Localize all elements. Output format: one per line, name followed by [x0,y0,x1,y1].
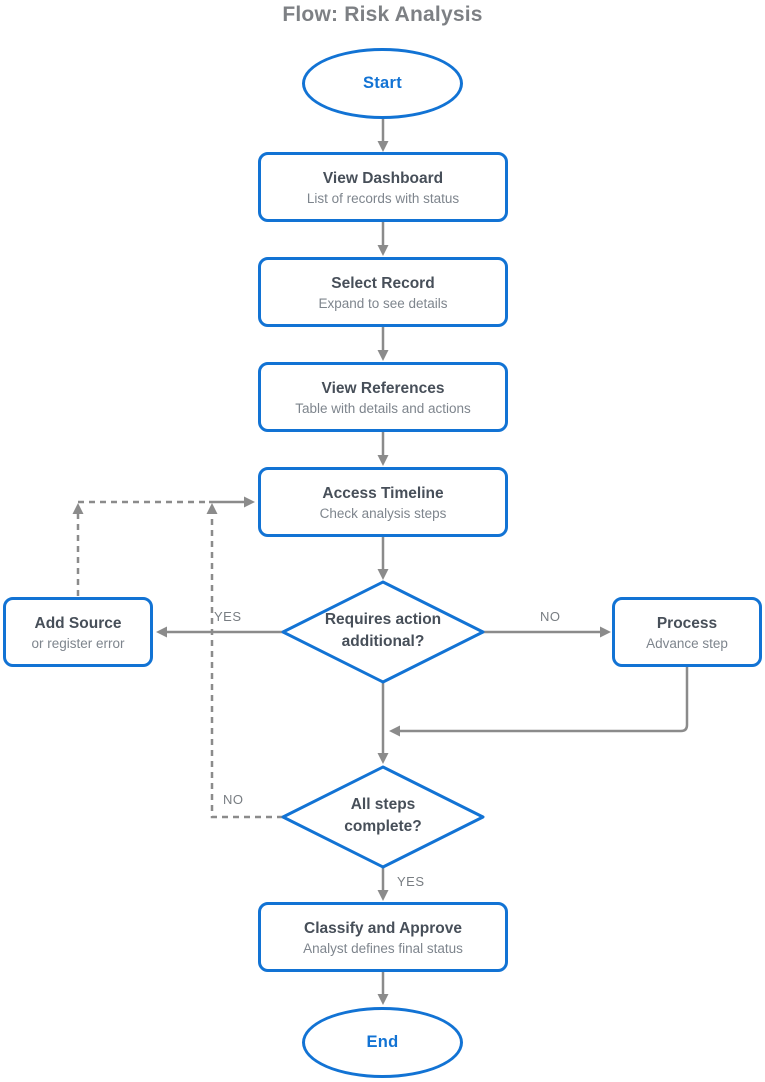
start-label: Start [362,74,403,92]
select-record-node: Select Record Expand to see details [258,257,508,327]
decision-all-steps-line2: complete? [344,818,422,836]
edge-process-to-mainline [397,667,689,733]
access-timeline-title: Access Timeline [322,484,444,502]
arrowhead-down-5 [377,569,389,580]
decision-requires-action-text: Requires action additional? [293,609,473,654]
process-title: Process [656,614,718,632]
arrowhead-up-loop1 [72,503,84,514]
decision-all-steps-line1: All steps [350,796,416,813]
label-all-steps-no: NO [223,792,244,807]
decision-all-steps-text: All steps complete? [293,794,473,839]
classify-approve-title: Classify and Approve [304,919,462,937]
view-references-subtitle: Table with details and actions [295,400,471,416]
decision-requires-action-line2: additional? [341,633,425,651]
arrowhead-left-addsource [156,626,167,638]
view-references-title: View References [321,379,445,397]
decision-all-steps-diamond [281,765,485,869]
process-node: Process Advance step [612,597,762,667]
classify-approve-node: Classify and Approve Analyst defines fin… [258,902,508,972]
classify-approve-subtitle: Analyst defines final status [303,940,463,956]
end-label: End [366,1033,399,1051]
view-dashboard-subtitle: List of records with status [306,190,460,206]
select-record-subtitle: Expand to see details [318,295,448,311]
select-record-title: Select Record [331,274,435,292]
decision-requires-action-line1: Requires action [324,611,442,628]
edge-decision2-no-loop [210,513,283,819]
start-node: Start [302,48,463,119]
arrowhead-right-process [600,626,611,638]
access-timeline-node: Access Timeline Check analysis steps [258,467,508,537]
arrowhead-down-decision2 [377,753,389,764]
arrowhead-down-2 [377,245,389,256]
arrowhead-down-4 [377,455,389,466]
arrowhead-right-timeline [244,496,255,508]
process-subtitle: Advance step [646,635,728,651]
decision-requires-action-diamond [281,580,485,684]
add-source-node: Add Source or register error [3,597,153,667]
add-source-title: Add Source [34,614,122,632]
end-node: End [302,1007,463,1078]
label-all-steps-yes: YES [397,874,425,889]
view-references-node: View References Table with details and a… [258,362,508,432]
view-dashboard-node: View Dashboard List of records with stat… [258,152,508,222]
arrowhead-down-1 [377,141,389,152]
view-dashboard-title: View Dashboard [322,169,444,187]
arrowhead-up-loop2 [206,503,218,514]
arrowhead-down-classify [377,890,389,901]
solid-edges [164,119,689,1000]
label-requires-action-yes: YES [214,609,242,624]
dashed-edges [76,500,283,819]
arrowhead-left-merge [389,725,400,737]
label-requires-action-no: NO [540,609,561,624]
decision-shapes [281,580,485,869]
arrowhead-down-3 [377,350,389,361]
add-source-subtitle: or register error [31,635,125,651]
diagram-title: Flow: Risk Analysis [282,3,483,26]
access-timeline-subtitle: Check analysis steps [319,505,447,521]
arrowheads [72,141,611,1005]
arrowhead-down-end [377,994,389,1005]
